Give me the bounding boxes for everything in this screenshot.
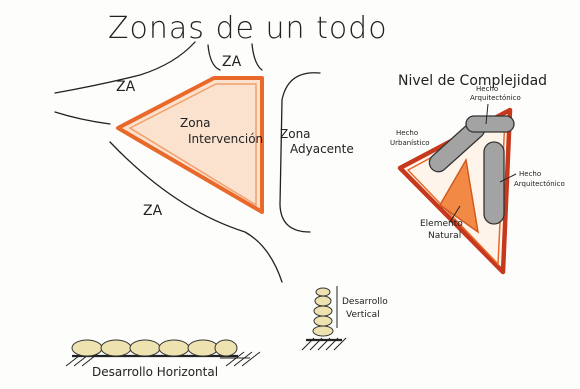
vertical-development-label-1: Desarrollo	[342, 297, 388, 307]
zone-label-za-left: ZA	[116, 79, 136, 95]
zone-label-za-bottom: ZA	[143, 203, 163, 219]
vertical-development	[301, 286, 347, 351]
complexity-label-bottom-2: Natural	[428, 231, 462, 241]
zone-boundaries	[54, 41, 321, 283]
leader-right	[499, 173, 517, 183]
complexity-label-right-2: Arquitectónico	[514, 180, 565, 188]
adjacent-zone-label-1: Zona	[280, 127, 311, 141]
complexity-label-top-1: Hecho	[476, 85, 499, 93]
natural-element	[439, 157, 480, 234]
boundary-za-top-right	[251, 43, 263, 71]
leader-top	[485, 103, 489, 125]
intervention-zone	[116, 76, 264, 214]
vertical-development-label-2: Vertical	[346, 310, 380, 320]
horizontal-development-label: Desarrollo Horizontal	[92, 365, 219, 379]
boundary-top-left	[54, 41, 196, 94]
diagram-title: Zonas de un todo	[108, 11, 388, 46]
boundary-lower-left	[54, 111, 111, 125]
complexity-title: Nivel de Complejidad	[398, 73, 548, 89]
zone-label-za-top: ZA	[222, 54, 242, 70]
complexity-label-left-2: Urbanístico	[390, 139, 430, 147]
architectural-block-right	[483, 141, 505, 225]
horizontal-development	[65, 339, 261, 367]
boundary-za-top-left	[207, 44, 221, 71]
complexity-label-bottom-1: Elemento	[420, 219, 463, 229]
boundary-left-bottom	[109, 141, 283, 283]
leader-bottom	[449, 205, 461, 223]
architectural-block-top	[465, 115, 515, 133]
boundary-adjacent	[279, 72, 321, 233]
complexity-label-right-1: Hecho	[519, 170, 542, 178]
intervention-zone-label-1: Zona	[180, 116, 211, 130]
adjacent-zone-label-2: Adyacente	[290, 142, 354, 156]
intervention-zone-label-2: Intervención	[188, 132, 264, 146]
complexity-label-left-1: Hecho	[396, 129, 419, 137]
complexity-label-top-2: Arquitectónico	[470, 94, 521, 102]
complexity-diagram	[397, 103, 517, 275]
